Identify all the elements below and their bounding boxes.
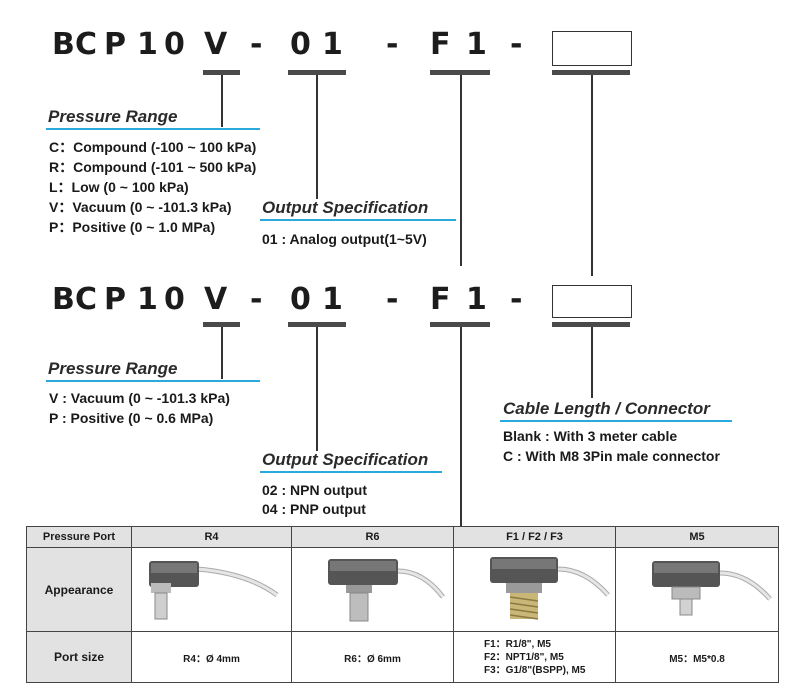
code-char: B [52,27,75,62]
code-char: V [204,27,228,62]
leader-line [221,327,223,379]
list-item: L：Low (0 ~ 100 kPa) [49,179,189,195]
table-header: Pressure Port [26,526,132,548]
code-bar-cable [552,70,630,75]
port-size-f3: F3：G1/8"(BSPP), M5 [484,664,586,676]
m5-sensor-icon [652,561,772,616]
code-box-cable [552,285,632,318]
code-bar-output [288,322,346,327]
port-table: Pressure Port R4 R6 F1 / F2 / F3 M5 Appe… [26,526,779,683]
code-char: B [52,282,75,317]
table-row: Port size R4：Ø 4mm R6：Ø 6mm F1：R1/8", M5… [26,631,779,683]
table-header: M5 [615,526,779,548]
code-char: V [204,282,228,317]
table-header-row: Pressure Port R4 R6 F1 / F2 / F3 M5 [26,526,779,548]
list-item: V：Vacuum (0 ~ -101.3 kPa) [49,199,232,215]
title-underline [46,128,260,130]
title-underline [500,420,732,422]
pressure-range-title: Pressure Range [48,107,178,126]
title-underline [46,380,260,382]
leader-line [591,327,593,398]
list-item: C : With M8 3Pin male connector [503,448,720,464]
table-header: F1 / F2 / F3 [453,526,616,548]
code-char: - [250,27,263,62]
code-char: 0 [164,282,185,317]
code-char: 1 [322,282,343,317]
port-size-m5: M5：M5*0.8 [615,631,779,683]
code-char: - [510,282,523,317]
cable-title: Cable Length / Connector [503,399,710,418]
f-port-image [453,547,616,632]
code-char: - [510,27,523,62]
code-char: F [430,282,451,317]
r6-port-image [291,547,454,632]
code-char: 1 [137,27,158,62]
r6-sensor-icon [327,559,445,622]
code-char: 1 [322,27,343,62]
title-underline [260,471,442,473]
code-char: P [104,282,126,317]
code-char: 0 [290,282,311,317]
code-bar-output [288,70,346,75]
code-char: - [386,282,399,317]
code-bar-fitting [430,322,490,327]
list-item: P：Positive (0 ~ 1.0 MPa) [49,219,216,235]
code-bar-cable [552,322,630,327]
pressure-range-title: Pressure Range [48,359,178,378]
code-bar-fitting [430,70,490,75]
title-underline [260,219,456,221]
table-header: R4 [131,526,292,548]
list-item: P : Positive (0 ~ 0.6 MPa) [49,410,214,426]
r4-sensor-icon [148,561,278,620]
leader-line [460,327,462,526]
code-char: - [250,282,263,317]
code-char: C [75,27,98,62]
m5-port-image [615,547,779,632]
code-char: P [104,27,126,62]
table-row: Appearance [26,547,779,632]
f-sensor-icon [489,557,610,620]
code-char: 1 [466,27,487,62]
list-item: 04 : PNP output [262,501,366,517]
port-size-r6: R6：Ø 6mm [291,631,454,683]
leader-line [316,327,318,451]
port-size-r4: R4：Ø 4mm [131,631,292,683]
table-header: R6 [291,526,454,548]
code-box-cable [552,31,632,66]
list-item: 01 : Analog output(1~5V) [262,231,427,247]
leader-line [591,75,593,276]
code-char: 0 [290,27,311,62]
code-bar-pressure [203,70,240,75]
r4-port-image [131,547,292,632]
port-size-f2: F2：NPT1/8", M5 [484,651,564,663]
code-char: 1 [466,282,487,317]
output-spec-title: Output Specification [262,198,429,217]
leader-line [316,75,318,199]
code-char: F [430,27,451,62]
list-item: C：Compound (-100 ~ 100 kPa) [49,139,257,155]
code-char: - [386,27,399,62]
row-label: Appearance [26,547,132,632]
leader-line [221,75,223,127]
code-char: 0 [164,27,185,62]
code-char: C [75,282,98,317]
list-item: R：Compound (-101 ~ 500 kPa) [49,159,257,175]
list-item: 02 : NPN output [262,482,367,498]
port-size-f1: F1：R1/8", M5 [484,638,551,650]
list-item: Blank : With 3 meter cable [503,428,678,444]
output-spec-title: Output Specification [262,450,429,469]
code-char: 1 [137,282,158,317]
list-item: V : Vacuum (0 ~ -101.3 kPa) [49,390,230,406]
port-size-f: F1：R1/8", M5 F2：NPT1/8", M5 F3：G1/8"(BSP… [453,631,616,683]
leader-line [460,75,462,266]
row-label: Port size [26,631,132,683]
code-bar-pressure [203,322,240,327]
